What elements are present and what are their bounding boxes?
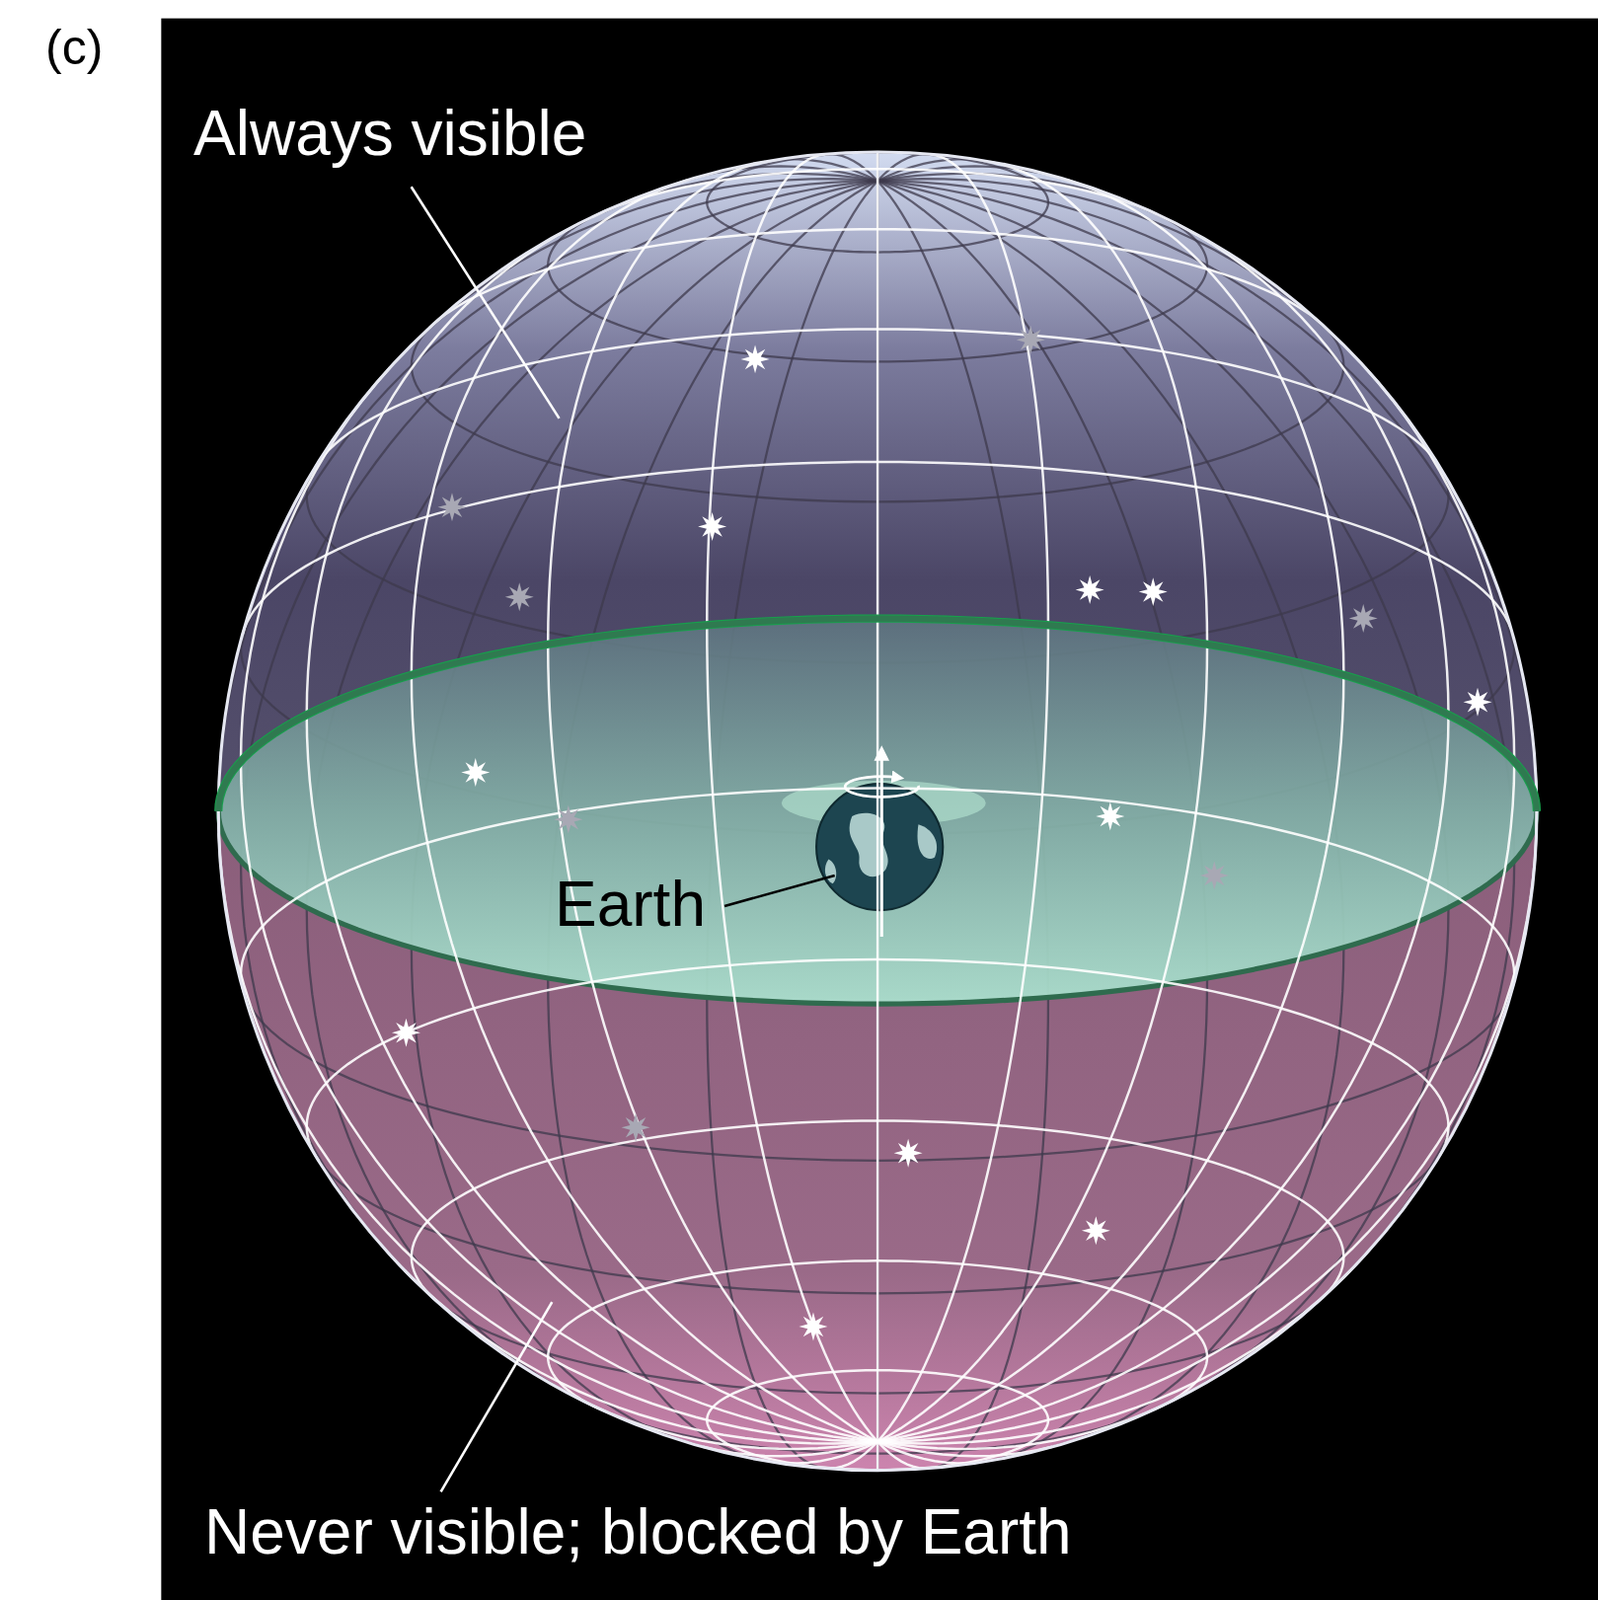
front-grid-line <box>877 161 1208 1443</box>
star <box>505 582 534 611</box>
front-grid-line <box>877 1120 1344 1294</box>
leader-line <box>441 1301 553 1492</box>
star <box>391 1018 421 1048</box>
front-grid-line <box>877 153 1049 1442</box>
front-grid-line <box>877 328 1437 461</box>
label-holder: Always visible <box>193 101 587 165</box>
back-grid-line <box>389 178 878 368</box>
front-grid-line <box>877 368 1515 1443</box>
star <box>621 1113 651 1142</box>
front-grid-line <box>877 179 1344 1442</box>
star <box>1139 577 1168 607</box>
front-grid-line <box>877 1270 1351 1445</box>
star <box>1463 687 1493 717</box>
earth-label: Earth <box>554 872 706 936</box>
back-grid-line <box>877 178 1366 368</box>
star <box>894 1139 923 1168</box>
label-holder: (c) <box>45 22 103 73</box>
front-grid-line <box>592 168 878 218</box>
panel-letter: (c) <box>45 22 103 73</box>
star <box>1349 604 1378 633</box>
star <box>1081 1216 1111 1245</box>
front-grid-line <box>877 1260 1208 1405</box>
front-grid-line <box>877 811 1537 1443</box>
label-holder: Never visible; blocked by Earth <box>204 1500 1072 1564</box>
upper-sky <box>218 152 1537 1471</box>
region-label: Always visible <box>193 101 587 165</box>
front-grid-line <box>876 152 879 1442</box>
back-grid-line <box>825 153 878 181</box>
front-grid-line <box>877 461 1512 629</box>
front-grid-line <box>404 1270 878 1445</box>
leader-line <box>724 875 836 907</box>
earth-figure <box>781 753 987 937</box>
front-grid-line <box>411 179 878 1442</box>
front-grid-line <box>877 168 1157 215</box>
front-grid-line <box>877 1442 980 1464</box>
star <box>438 492 467 522</box>
star <box>799 1311 829 1341</box>
front-grid-line <box>877 1442 925 1469</box>
back-grid-line <box>575 173 878 227</box>
front-grid-line <box>315 328 879 467</box>
front-grid-line <box>877 228 1321 323</box>
front-grid-line <box>219 833 878 1442</box>
star <box>553 805 583 835</box>
front-grid-line <box>877 959 1448 1155</box>
back-grid-line <box>434 1294 1326 1394</box>
front-grid-line <box>706 153 878 1442</box>
star <box>1016 325 1046 355</box>
back-grid-line <box>318 1155 1440 1294</box>
front-grid-line <box>240 788 878 994</box>
front-grid-line <box>876 1442 879 1471</box>
region-label: Never visible; blocked by Earth <box>204 1500 1072 1564</box>
star <box>1075 575 1105 605</box>
star <box>1200 861 1229 891</box>
star <box>1095 802 1125 832</box>
horizon-far-edge <box>218 618 1537 812</box>
star <box>697 512 727 541</box>
front-grid-line <box>877 1405 1163 1449</box>
label-holder: Earth <box>554 872 706 936</box>
star <box>460 758 490 787</box>
black-ground <box>160 18 1598 1600</box>
sphere-outline <box>218 152 1537 1471</box>
star <box>741 344 770 374</box>
leader-line <box>411 186 560 419</box>
